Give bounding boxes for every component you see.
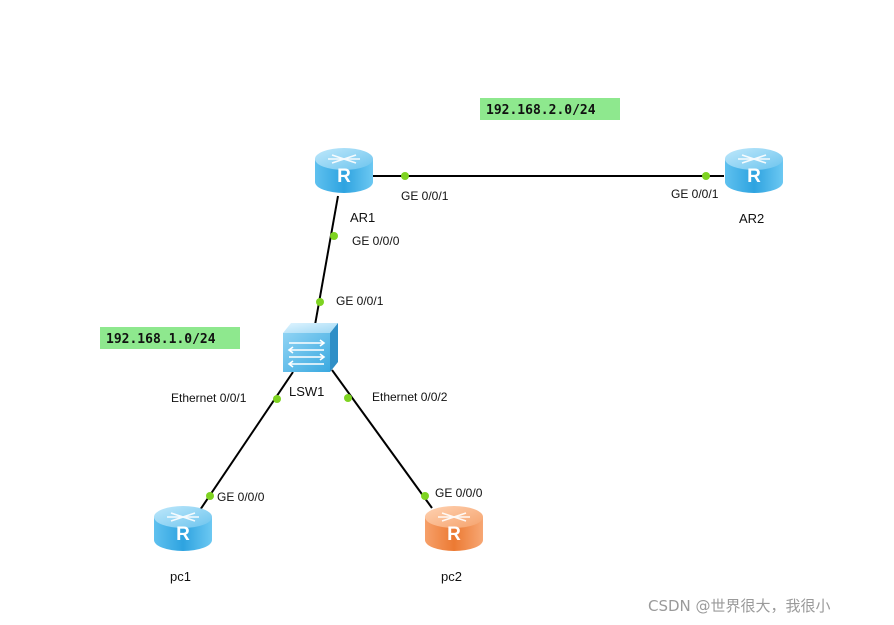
device-label-lsw1: LSW1 [289,384,324,399]
router-ar2[interactable] [724,147,784,194]
port-dot [702,172,710,180]
router-icon [153,505,213,552]
port-dot [401,172,409,180]
device-label-ar2: AR2 [739,211,764,226]
router-pc2[interactable] [424,505,484,552]
switch-lsw1[interactable] [283,323,338,372]
router-icon [424,505,484,552]
link-lsw1-pc1 [199,371,294,511]
port-dot [344,394,352,402]
port-dot [330,232,338,240]
network-label-top: 192.168.2.0/24 [480,98,620,120]
interface-label-lsw1-ge001: GE 0/0/1 [336,294,384,308]
interface-label-ar1-ge000: GE 0/0/0 [352,234,400,248]
interface-label-lsw1-eth002: Ethernet 0/0/2 [372,390,448,404]
interface-label-ar2-ge001: GE 0/0/1 [671,187,719,201]
router-pc1[interactable] [153,505,213,552]
watermark: CSDN @世界很大，我很小 [648,597,831,615]
port-dot [206,492,214,500]
device-label-ar1: AR1 [350,210,375,225]
router-icon [724,147,784,194]
router-icon [314,147,374,194]
interface-label-lsw1-eth001: Ethernet 0/0/1 [171,391,247,405]
network-label-left: 192.168.1.0/24 [100,327,240,349]
interface-label-pc2-ge000: GE 0/0/0 [435,486,483,500]
port-dots [206,172,710,500]
link-lsw1-pc2 [331,369,433,509]
device-label-pc1: pc1 [170,569,191,584]
network-label-top-text: 192.168.2.0/24 [486,103,596,118]
links [199,175,724,511]
device-label-pc2: pc2 [441,569,462,584]
port-dot [273,395,281,403]
interface-label-pc1-ge000: GE 0/0/0 [217,490,265,504]
interface-label-ar1-ge001: GE 0/0/1 [401,189,449,203]
router-ar1[interactable] [314,147,374,194]
switch-icon [283,323,338,372]
port-dot [421,492,429,500]
port-dot [316,298,324,306]
network-label-left-text: 192.168.1.0/24 [106,332,216,347]
